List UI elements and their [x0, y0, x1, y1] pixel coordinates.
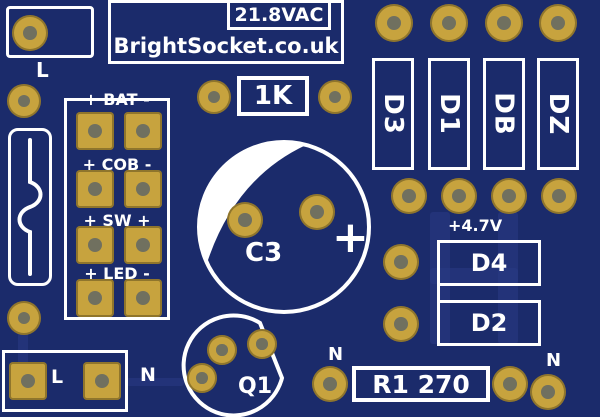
diode-dz-label: DZ: [543, 92, 573, 136]
diode-d3-outline: D3: [372, 58, 414, 170]
transistor-q1-label: Q1: [238, 374, 273, 399]
pad-ac-4: [539, 4, 577, 42]
terminal-block-outline: [64, 98, 170, 320]
ac-voltage-outline: [227, 0, 331, 30]
diode-d4-outline: D4: [437, 240, 541, 286]
pad-q1-1: [207, 335, 237, 365]
pad-bat-minus: [124, 112, 162, 150]
diode-d2-outline: D2: [437, 300, 541, 346]
diode-db-outline: DB: [483, 58, 525, 170]
pad-diode-1: [391, 178, 427, 214]
pad-mains-neutral: [83, 362, 121, 400]
copper-trace: [430, 268, 518, 284]
pad-ac-3: [485, 4, 523, 42]
fuse-icon: [17, 138, 43, 276]
led-label: + LED -: [84, 264, 150, 283]
pad-neutral-right: [530, 374, 566, 410]
diode-d1-label: D1: [434, 93, 464, 135]
top-left-connector-outline: [6, 6, 94, 58]
pad-top-left: [12, 15, 48, 51]
copper-trace: [18, 316, 28, 368]
diode-d4-label: D4: [470, 249, 508, 277]
pad-led-plus: [76, 279, 114, 317]
d4-d2-connector-line: [437, 284, 440, 302]
line-label-bottom: L: [51, 366, 64, 388]
sw-label: + SW +: [83, 211, 151, 230]
neutral-right-label: N: [546, 350, 562, 371]
pad-ac-2: [430, 4, 468, 42]
header-outline: [108, 0, 344, 64]
pad-diode-2: [441, 178, 477, 214]
pad-sw-2: [124, 226, 162, 264]
resistor-1k-outline: 1K: [237, 76, 309, 116]
resistor-r1-outline: R1 270: [352, 366, 490, 402]
transistor-q1-outline: [181, 313, 285, 417]
pad-diode-3: [491, 178, 527, 214]
pad-d2-in: [383, 306, 419, 342]
diode-dz-outline: DZ: [537, 58, 579, 170]
pad-cob-plus: [76, 170, 114, 208]
pad-c3-neg: [227, 202, 263, 238]
pad-mains-line: [9, 362, 47, 400]
pad-bat-plus: [76, 112, 114, 150]
pad-line-top: [7, 84, 41, 118]
pad-ac-1: [375, 4, 413, 42]
capacitor-c3-label: C3: [245, 238, 283, 268]
diode-d3-label: D3: [378, 93, 408, 135]
pad-c3-pos: [299, 194, 335, 230]
neutral-label-bottom: N: [140, 364, 156, 386]
site-label: BrightSocket.co.uk: [113, 34, 339, 58]
pad-led-minus: [124, 279, 162, 317]
resistor-1k-label: 1K: [253, 81, 293, 111]
pad-r1k-left: [197, 80, 231, 114]
fuse-outline: [8, 128, 52, 286]
pad-sw-1: [76, 226, 114, 264]
resistor-r1-label: R1 270: [372, 369, 470, 399]
c3-plus-mark: +: [332, 212, 369, 263]
cap-polarity-stripe: [199, 142, 306, 263]
mains-connector-outline: [2, 350, 128, 412]
ac-voltage-label: 21.8VAC: [234, 4, 324, 26]
pad-q1-2: [247, 329, 277, 359]
diode-d2-label: D2: [470, 309, 508, 337]
pad-r1k-right: [318, 80, 352, 114]
pad-diode-4: [541, 178, 577, 214]
pad-q1-3: [187, 363, 217, 393]
capacitor-c3-outline: [197, 140, 371, 314]
pad-r1-right: [492, 366, 528, 402]
pad-cob-minus: [124, 170, 162, 208]
pad-d4-in: [383, 244, 419, 280]
pad-r1-left: [312, 366, 348, 402]
neutral-r1-label: N: [328, 344, 344, 365]
diode-d1-outline: D1: [428, 58, 470, 170]
diode-db-label: DB: [489, 92, 519, 136]
copper-trace: [126, 378, 184, 386]
bat-label: + BAT -: [84, 90, 150, 109]
test-voltage-label: +4.7V: [448, 216, 503, 235]
line-label-top: L: [36, 58, 49, 82]
cob-label: + COB -: [82, 155, 152, 174]
pad-fuse-out: [7, 301, 41, 335]
